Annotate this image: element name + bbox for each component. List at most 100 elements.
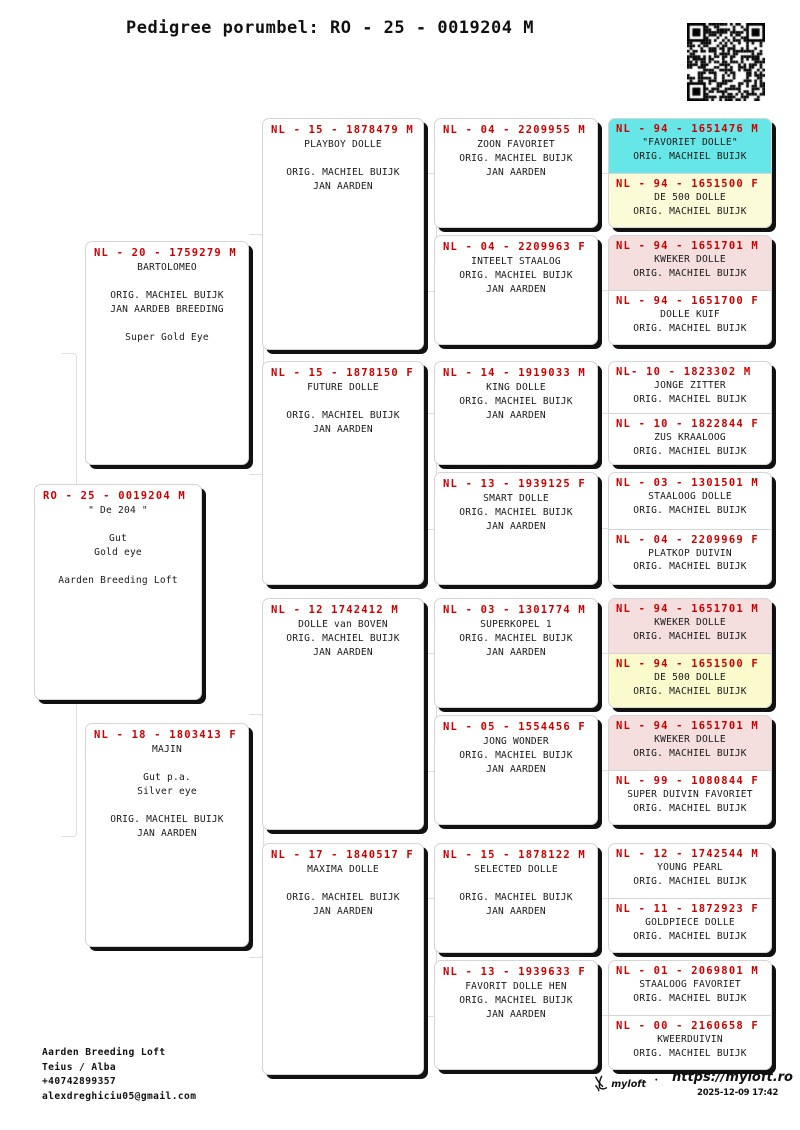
gen5-card-2[interactable]: NL - 94 - 1651701 M KWEKER DOLLE ORIG. MA… — [608, 235, 772, 290]
pigeon-details: INTEELT STAALOG ORIG. MACHIEL BUIJK JAN … — [459, 256, 573, 295]
gen5-pair-0: NL - 94 - 1651476 M"FAVORIET DOLLE" ORIG… — [608, 118, 772, 228]
gen5-card-6[interactable]: NL - 03 - 1301501 M STAALOOG DOLLE ORIG. … — [608, 472, 772, 529]
connector-bracket — [424, 413, 437, 530]
pigeon-ring-id: NL - 18 - 1803413 F — [94, 729, 237, 741]
gen4-card-0[interactable]: NL - 04 - 2209955 M ZOON FAVORIET ORIG. M… — [434, 118, 598, 228]
pigeon-ring-id: NL - 94 - 1651701 M — [616, 720, 759, 732]
pigeon-ring-id: NL - 94 - 1651500 F — [616, 178, 759, 190]
gen3-card-0[interactable]: NL - 15 - 1878479 M PLAYBOY DOLLE ORIG. M… — [262, 118, 424, 350]
gen4-card-4[interactable]: NL - 03 - 1301774 M SUPERKOPEL 1 ORIG. MA… — [434, 598, 598, 708]
pigeon-details: BARTOLOMEO ORIG. MACHIEL BUIJK JAN AARDE… — [110, 262, 224, 343]
pigeon-ring-id: NL - 94 - 1651701 M — [616, 240, 759, 252]
pigeon-ring-id: NL - 10 - 1822844 F — [616, 418, 759, 430]
pigeon-ring-id: NL - 04 - 2209963 F — [443, 241, 586, 253]
myloft-url[interactable]: https://myloft.ro — [672, 1070, 793, 1085]
pigeon-ring-id: NL - 04 - 2209969 F — [616, 533, 759, 546]
pigeon-ring-id: NL - 15 - 1878150 F — [271, 367, 414, 379]
pigeon-ring-id: NL - 13 - 1939125 F — [443, 478, 586, 490]
pigeon-details: KWEKER DOLLE ORIG. MACHIEL BUIJK — [633, 254, 747, 279]
subject-card[interactable]: RO - 25 - 0019204 M " De 204 " Gut Gold e… — [34, 484, 202, 700]
gen3-card-1[interactable]: NL - 15 - 1878150 F FUTURE DOLLE ORIG. MA… — [262, 361, 424, 585]
gen4-card-1[interactable]: NL - 04 - 2209963 F INTEELT STAALOG ORIG.… — [434, 235, 598, 345]
gen5-pair-2: NL- 10 - 1823302 M JONGE ZITTER ORIG. MAC… — [608, 361, 772, 465]
connector-line — [598, 413, 610, 414]
pigeon-details: JONG WONDER ORIG. MACHIEL BUIJK JAN AARD… — [459, 736, 573, 775]
pigeon-details: PLAYBOY DOLLE ORIG. MACHIEL BUIJK JAN AA… — [286, 139, 400, 192]
pigeon-details: GOLDPIECE DOLLE ORIG. MACHIEL BUIJK — [633, 917, 747, 942]
pigeon-details: FAVORIT DOLLE HEN ORIG. MACHIEL BUIJK JA… — [459, 981, 573, 1020]
pigeon-ring-id: NL - 20 - 1759279 M — [94, 247, 237, 259]
pigeon-ring-id: NL- 10 - 1823302 M — [616, 366, 752, 378]
pigeon-details: JONGE ZITTER ORIG. MACHIEL BUIJK — [633, 380, 747, 405]
pigeon-ring-id: NL - 94 - 1651700 F — [616, 295, 759, 307]
pigeon-details: FUTURE DOLLE ORIG. MACHIEL BUIJK JAN AAR… — [286, 382, 400, 435]
pigeon-ring-id: NL - 03 - 1301774 M — [443, 604, 586, 616]
pigeon-ring-id: NL - 05 - 1554456 F — [443, 721, 586, 733]
gen5-card-14[interactable]: NL - 01 - 2069801 M STAALOOG FAVORIET ORI… — [608, 960, 772, 1015]
generated-timestamp: 2025-12-09 17:42 — [697, 1088, 779, 1098]
gen5-pair-7: NL - 01 - 2069801 M STAALOOG FAVORIET ORI… — [608, 960, 772, 1070]
pigeon-ring-id: NL - 01 - 2069801 M — [616, 965, 759, 977]
pigeon-details: PLATKOP DUIVIN ORIG. MACHIEL BUIJK — [633, 547, 747, 573]
pigeon-details: KING DOLLE ORIG. MACHIEL BUIJK JAN AARDE… — [459, 382, 573, 421]
pigeon-ring-id: NL - 17 - 1840517 F — [271, 849, 414, 861]
pigeon-details: STAALOOG DOLLE ORIG. MACHIEL BUIJK — [633, 491, 747, 516]
connector-bracket — [424, 653, 437, 772]
pigeon-details: STAALOOG FAVORIET ORIG. MACHIEL BUIJK — [633, 979, 747, 1004]
pigeon-ring-id: NL - 12 1742412 M — [271, 604, 399, 616]
pigeon-details: DOLLE KUIF ORIG. MACHIEL BUIJK — [633, 309, 747, 334]
pigeon-ring-id: RO - 25 - 0019204 M — [43, 490, 186, 502]
connector-bracket — [424, 173, 437, 292]
connector-line — [598, 898, 610, 899]
pigeon-details: " De 204 " Gut Gold eye Aarden Breeding … — [58, 505, 178, 586]
gen5-pair-3: NL - 03 - 1301501 M STAALOOG DOLLE ORIG. … — [608, 472, 772, 585]
pigeon-ring-id: NL - 13 - 1939633 F — [443, 966, 586, 978]
pigeon-details: MAXIMA DOLLE ORIG. MACHIEL BUIJK JAN AAR… — [286, 864, 400, 917]
gen4-card-5[interactable]: NL - 05 - 1554456 F JONG WONDER ORIG. MAC… — [434, 715, 598, 825]
gen4-card-7[interactable]: NL - 13 - 1939633 F FAVORIT DOLLE HEN ORI… — [434, 960, 598, 1070]
pigeon-ring-id: NL - 00 - 2160658 F — [616, 1020, 759, 1032]
pigeon-ring-id: NL - 94 - 1651500 F — [616, 658, 759, 670]
gen5-card-0[interactable]: NL - 94 - 1651476 M"FAVORIET DOLLE" ORIG… — [608, 118, 772, 173]
gen3-card-3[interactable]: NL - 17 - 1840517 F MAXIMA DOLLE ORIG. MA… — [262, 843, 424, 1075]
myloft-logo-icon: myloft — [592, 1072, 664, 1094]
pigeon-details: ZOON FAVORIET ORIG. MACHIEL BUIJK JAN AA… — [459, 139, 573, 178]
gen2-card-1[interactable]: NL - 18 - 1803413 F MAJIN Gut p.a. Silver… — [85, 723, 249, 947]
gen2-card-0[interactable]: NL - 20 - 1759279 M BARTOLOMEO ORIG. MACH… — [85, 241, 249, 465]
connector-line — [598, 290, 610, 291]
connector-line — [598, 1015, 610, 1016]
gen3-card-2[interactable]: NL - 12 1742412 M DOLLE van BOVEN ORIG. M… — [262, 598, 424, 830]
pigeon-details: SUPERKOPEL 1 ORIG. MACHIEL BUIJK JAN AAR… — [459, 619, 573, 658]
pigeon-ring-id: NL - 15 - 1878122 M — [443, 849, 586, 861]
pigeon-details: MAJIN Gut p.a. Silver eye ORIG. MACHIEL … — [110, 744, 224, 839]
pigeon-ring-id: NL - 94 - 1651701 M — [616, 603, 759, 615]
loft-contact-block: Aarden Breeding Loft Teius / Alba +40742… — [42, 1047, 197, 1102]
pigeon-details: DOLLE van BOVEN ORIG. MACHIEL BUIJK JAN … — [286, 619, 400, 658]
pigeon-details: "FAVORIET DOLLE" ORIG. MACHIEL BUIJK — [633, 137, 747, 162]
pigeon-ring-id: NL - 15 - 1878479 M — [271, 124, 414, 136]
connector-line — [598, 653, 610, 654]
connector-line — [598, 173, 610, 174]
connector-bracket — [249, 234, 264, 475]
gen5-card-4[interactable]: NL- 10 - 1823302 M JONGE ZITTER ORIG. MAC… — [608, 361, 772, 413]
pigeon-ring-id: NL - 99 - 1080844 F — [616, 775, 759, 787]
pigeon-ring-id: NL - 03 - 1301501 M — [616, 477, 759, 489]
pigeon-ring-id: NL - 04 - 2209955 M — [443, 124, 586, 136]
pigeon-ring-id: NL - 12 - 1742544 M — [616, 848, 759, 860]
gen5-card-3[interactable]: NL - 94 - 1651700 F DOLLE KUIF ORIG. MACH… — [608, 290, 772, 345]
